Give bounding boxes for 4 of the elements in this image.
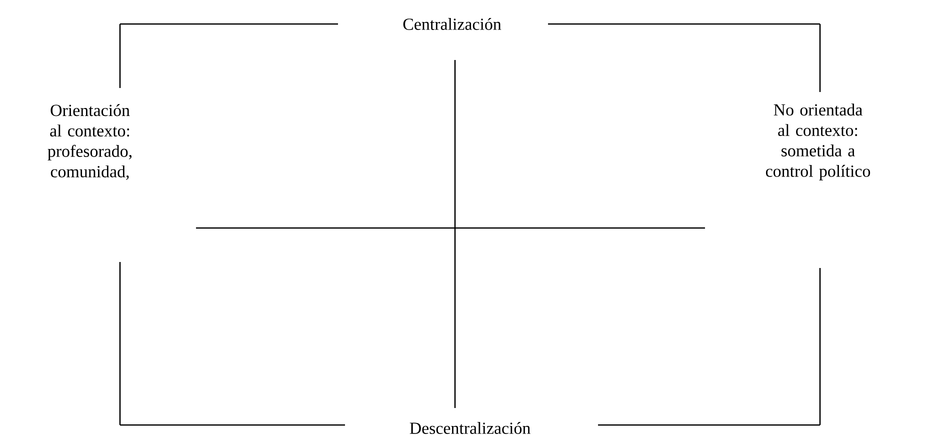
axis-label: Centralización bbox=[403, 18, 502, 30]
axis-label: Descentralización bbox=[410, 422, 530, 434]
axis-label: No orientada al contexto: sometida a control político bbox=[766, 104, 870, 180]
axis-label: Orientación al contexto: profesorado, comunidad, bbox=[48, 104, 132, 180]
